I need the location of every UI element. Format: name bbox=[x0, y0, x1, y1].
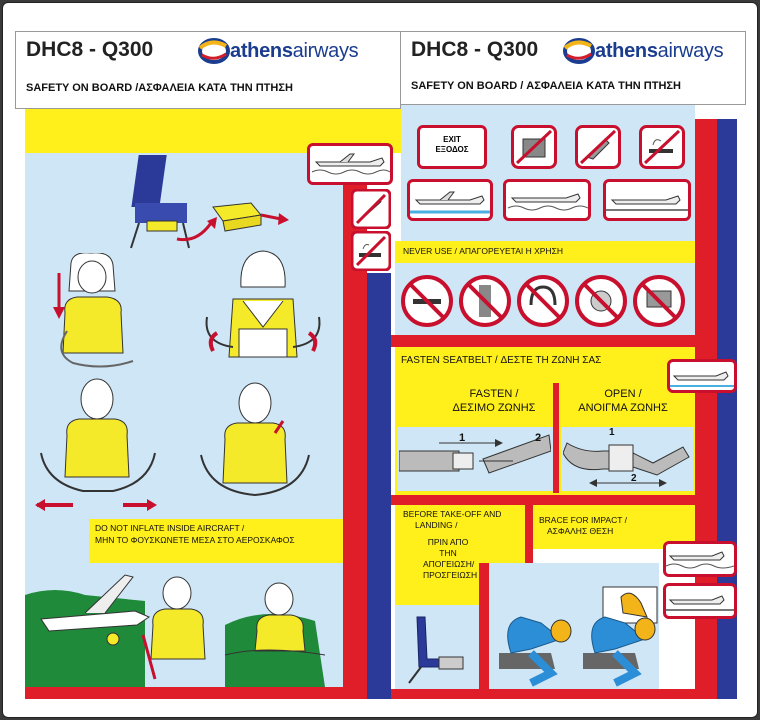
fasten-label: FASTEN / ΔΕΣΙΜΟ ΖΩΝΗΣ bbox=[449, 387, 539, 415]
left-airline-logo: athensairways bbox=[196, 36, 359, 66]
open-step-2: 2 bbox=[631, 473, 637, 484]
upright-seat-panel bbox=[395, 605, 479, 689]
do-not-inflate-gr: ΜΗΝ ΤΟ ΦΟΥΣΚΩΝΕΤΕ ΜΕΣΑ ΣΤΟ ΑΕΡΟΣΚΑΦΟΣ bbox=[95, 535, 295, 545]
fasten-buckle-illustration bbox=[399, 434, 551, 474]
before-label-gr2: ΤΗΝ bbox=[439, 548, 457, 558]
don-vest-step2 bbox=[205, 250, 321, 358]
plane-water-icon bbox=[311, 153, 391, 175]
upright-seat-illustration bbox=[408, 616, 464, 684]
open-step-1: 1 bbox=[609, 427, 615, 438]
brace-left-red bbox=[479, 563, 489, 699]
fasten-label-gr: ΔΕΣΙΜΟ ΖΩΝΗΣ bbox=[452, 402, 536, 414]
plane-water-sign bbox=[503, 179, 591, 221]
right-airline-logo: athensairways bbox=[561, 36, 724, 66]
right-airline-name-light: airways bbox=[657, 39, 724, 62]
left-blue-stripe bbox=[367, 273, 391, 699]
never-use-band bbox=[395, 241, 695, 263]
plane-runway-icon bbox=[606, 195, 688, 211]
no-cigarette-icon bbox=[401, 275, 453, 327]
airline-swoosh-icon bbox=[198, 38, 230, 64]
brace-label-gr: ΑΣΦΑΛΗΣ ΘΕΣΗ bbox=[547, 526, 614, 536]
no-mobile-phone-icon bbox=[459, 275, 511, 327]
plane-ground-icon bbox=[410, 191, 490, 214]
ditching-scene-illustration bbox=[25, 574, 326, 687]
prohibited-devices-row bbox=[401, 275, 685, 327]
plane-land-sign bbox=[407, 179, 493, 221]
before-label-gr4: ΠΡΟΣΓΕΙΩΣΗ bbox=[423, 570, 478, 580]
brace-water-sign bbox=[663, 541, 737, 577]
no-baggage-icon bbox=[511, 125, 557, 169]
seatbelt-plane-sign bbox=[667, 359, 737, 393]
left-airline-name-light: airways bbox=[292, 39, 359, 62]
right-subtitle: SAFETY ON BOARD / ΑΣΦΑΛΕΙΑ ΚΑΤΑ ΤΗΝ ΠΤΗΣ… bbox=[411, 80, 681, 92]
no-high-heels-icon bbox=[575, 125, 621, 169]
don-vest-step1 bbox=[53, 253, 134, 368]
left-header: DHC8 - Q300 athensairways SAFETY ON BOAR… bbox=[15, 31, 401, 109]
before-label-gr: ΠΡΙΝ ΑΠΟ ΤΗΝ ΑΠΟΓΕΙΩΣΗ/ ΠΡΟΣΓΕΙΩΣΗ bbox=[423, 537, 478, 581]
left-subtitle: SAFETY ON BOARD /ΑΣΦΑΛΕΙΑ ΚΑΤΑ ΤΗΝ ΠΤΗΣΗ bbox=[26, 82, 293, 94]
left-model-title: DHC8 - Q300 bbox=[26, 38, 154, 61]
plane-land-small-icon bbox=[666, 595, 734, 611]
seatbelt-divider bbox=[553, 383, 559, 493]
open-label-en: OPEN / bbox=[604, 388, 642, 400]
right-model-title: DHC8 - Q300 bbox=[411, 38, 539, 61]
seatbelt-red-bar bbox=[391, 335, 695, 347]
open-buckle-illustration bbox=[563, 442, 690, 487]
brace-label-en: BRACE FOR IMPACT / bbox=[539, 515, 628, 525]
before-label-en2: LANDING / bbox=[415, 520, 458, 530]
brace-land-sign bbox=[663, 583, 737, 619]
ditching-plane-sign bbox=[307, 143, 393, 185]
before-label-en1: BEFORE TAKE-OFF AND bbox=[403, 509, 502, 519]
no-cd-player-icon bbox=[575, 275, 627, 327]
brace-divider bbox=[525, 505, 533, 563]
plane-small-icon bbox=[670, 371, 734, 387]
open-label-gr: ΑΝΟΙΓΜΑ ΖΩΝΗΣ bbox=[578, 402, 668, 414]
seatbelt-header: FASTEN SEATBELT / ΔΕΣΤΕ ΤΗ ΖΩΝΗ ΣΑΣ bbox=[401, 355, 602, 366]
left-airline-name-bold: athens bbox=[230, 39, 293, 62]
right-airline-name-bold: athens bbox=[595, 39, 658, 62]
plane-ditching-icon bbox=[507, 193, 589, 211]
brace-red-bar bbox=[391, 495, 695, 505]
do-not-inflate-en: DO NOT INFLATE INSIDE AIRCRAFT / bbox=[95, 523, 245, 533]
open-label: OPEN / ΑΝΟΙΓΜΑ ΖΩΝΗΣ bbox=[573, 387, 673, 415]
right-header: DHC8 - Q300 athensairways SAFETY ON BOAR… bbox=[400, 31, 746, 105]
brace-position-illustration bbox=[499, 586, 658, 687]
never-use-label: NEVER USE / ΑΠΑΓΟΡΕΥΕΤΑΙ Η ΧΡΗΣΗ bbox=[403, 246, 563, 256]
vest-under-seat-illustration bbox=[130, 155, 289, 249]
no-sharp-objects-icon bbox=[351, 189, 391, 229]
no-headphones-icon bbox=[517, 275, 569, 327]
exit-sign: EXIT ΕΞΟΔΟΣ bbox=[417, 125, 487, 169]
airline-swoosh-icon bbox=[563, 38, 595, 64]
fasten-step-1: 1 bbox=[459, 432, 466, 444]
fasten-label-en: FASTEN / bbox=[469, 388, 519, 400]
exit-label-gr: ΕΞΟΔΟΣ bbox=[435, 145, 469, 154]
fasten-step-2: 2 bbox=[535, 432, 542, 444]
before-label-gr1: ΠΡΙΝ ΑΠΟ bbox=[427, 537, 469, 547]
left-bottom-red bbox=[25, 687, 355, 699]
no-laptop-icon bbox=[633, 275, 685, 327]
do-not-inflate-band bbox=[89, 519, 343, 563]
plane-water-small-icon bbox=[665, 551, 735, 569]
don-vest-step3 bbox=[35, 378, 157, 511]
before-label-gr3: ΑΠΟΓΕΙΩΣΗ/ bbox=[423, 559, 475, 569]
right-bottom-red bbox=[391, 689, 695, 699]
no-smoking-small-icon bbox=[351, 231, 391, 271]
plane-runway-sign bbox=[603, 179, 691, 221]
don-vest-step4 bbox=[200, 382, 310, 497]
no-smoking-sign-icon bbox=[639, 125, 685, 169]
exit-label-en: EXIT bbox=[443, 135, 461, 144]
